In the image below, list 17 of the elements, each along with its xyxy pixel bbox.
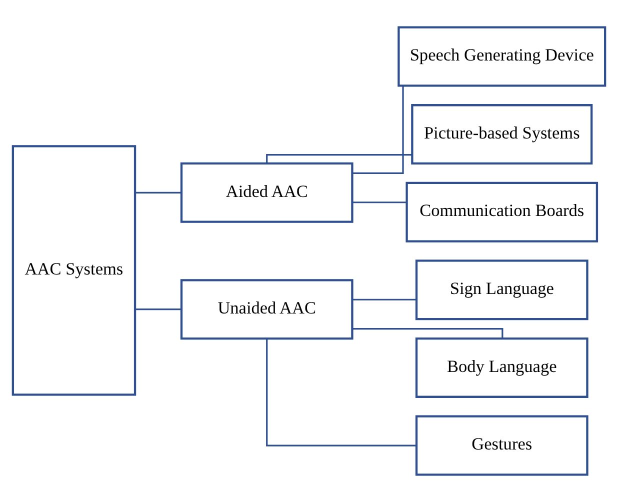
connector [136, 308, 182, 310]
node-box: Aided AAC [180, 162, 354, 223]
connector [266, 154, 412, 164]
node-box: Body Language [415, 337, 588, 398]
node-box: Gestures [415, 415, 588, 476]
connector [352, 86, 404, 174]
node-box: Speech Generating Device [398, 26, 606, 87]
connector [352, 328, 504, 338]
node-box: Communication Boards [406, 182, 598, 242]
node-box: Unaided AAC [180, 279, 354, 340]
connector [352, 298, 416, 300]
connector [352, 202, 406, 204]
connector [266, 338, 416, 446]
node-box: AAC Systems [12, 145, 136, 396]
node-box: Picture-based Systems [411, 104, 593, 165]
node-box: Sign Language [415, 260, 588, 320]
connector [136, 192, 182, 194]
